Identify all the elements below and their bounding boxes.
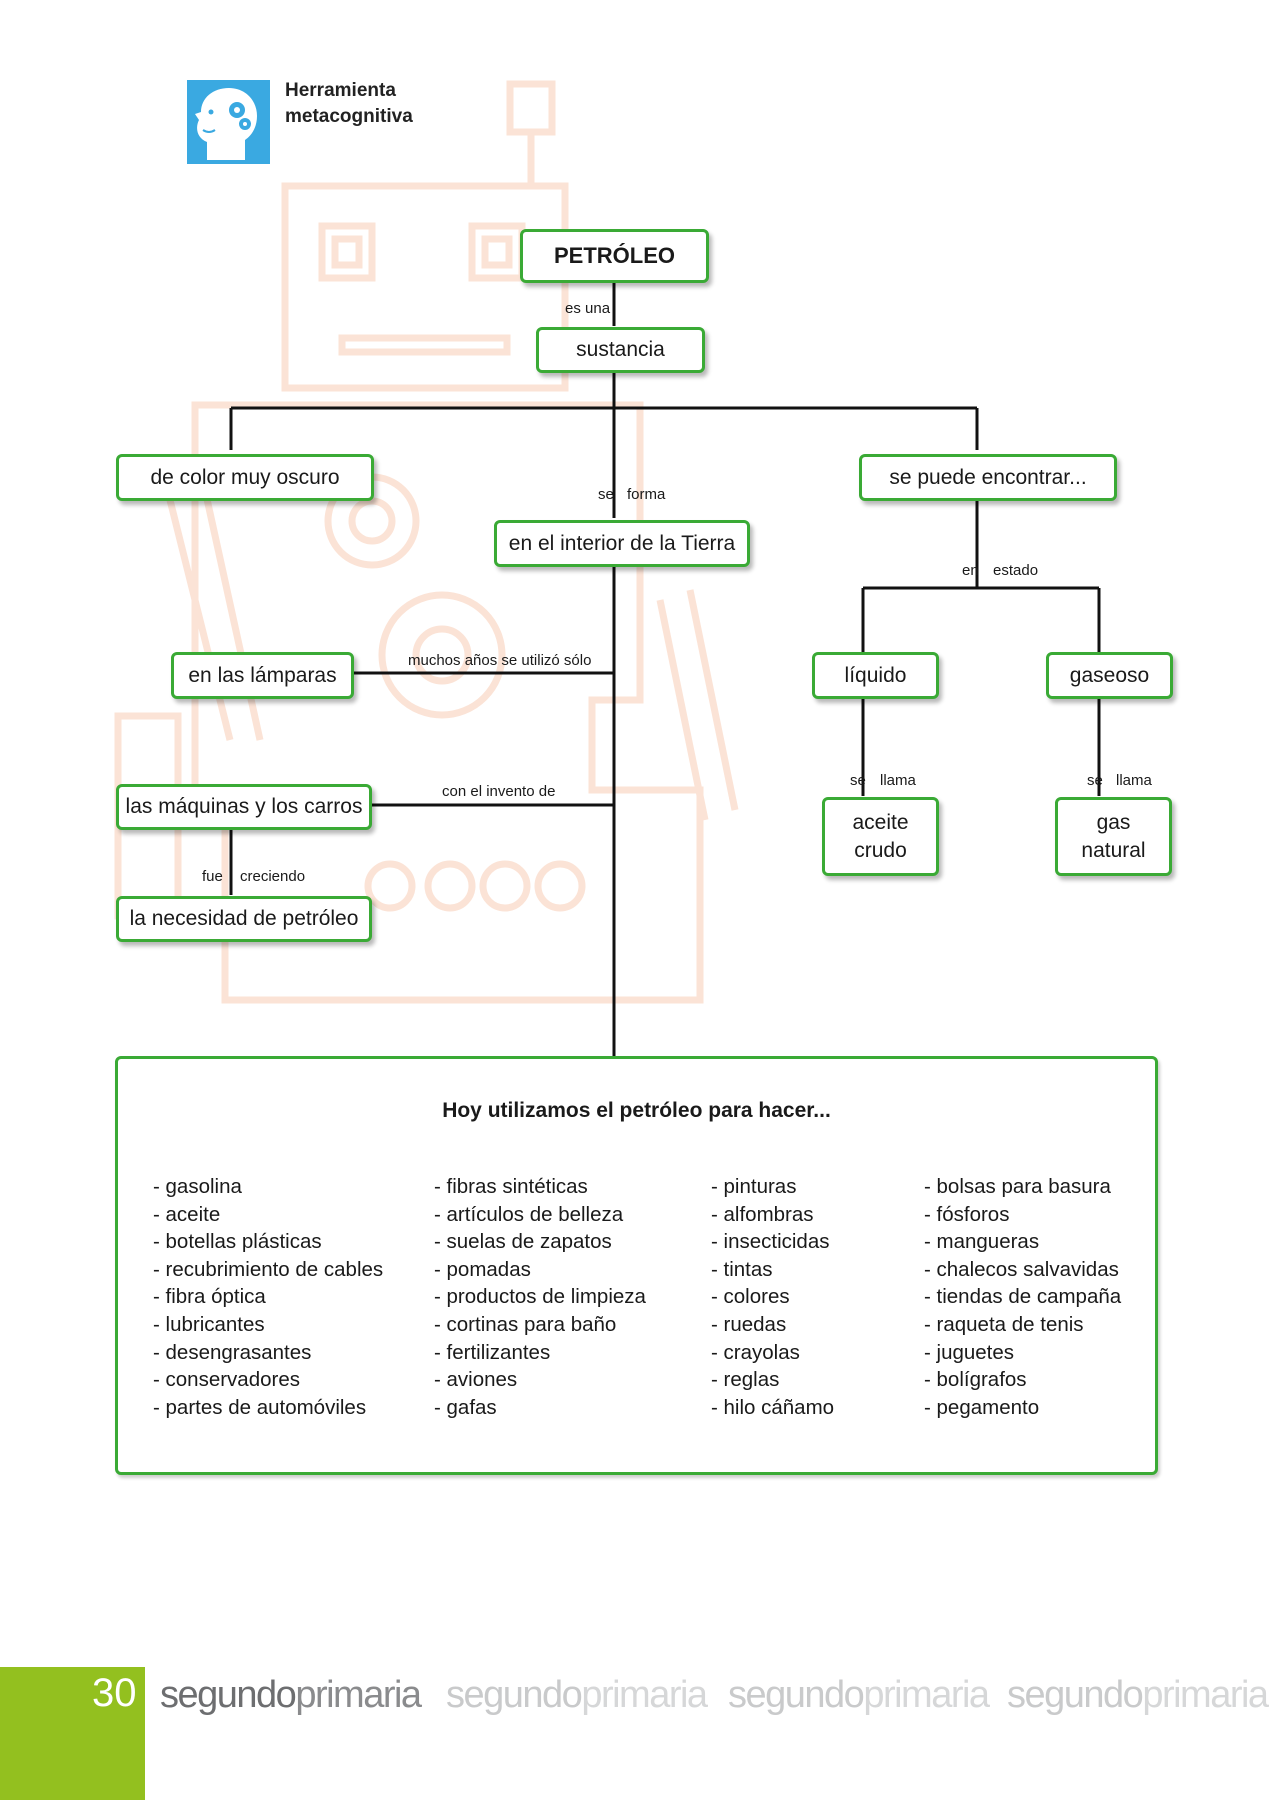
link-llama-liquido: llama <box>880 772 916 789</box>
list-item: - colores <box>711 1285 790 1309</box>
link-es-una: es una <box>565 300 611 317</box>
uses-column-1: - gasolina - aceite - botellas plásticas… <box>153 1173 383 1421</box>
list-item: - alfombras <box>711 1202 814 1226</box>
footer-band-3: segundoprimaria <box>728 1674 990 1717</box>
uses-column-3: - pinturas - alfombras - insecticidas - … <box>711 1173 834 1421</box>
list-item: - ruedas <box>711 1312 787 1336</box>
node-gaseoso: gaseoso <box>1046 652 1173 699</box>
node-necesidad-petroleo: la necesidad de petróleo <box>116 896 372 942</box>
list-item: - tiendas de campaña <box>924 1285 1122 1309</box>
link-muchos-anos: muchos años se utilizó sólo <box>408 652 592 669</box>
list-item: - crayolas <box>711 1340 800 1364</box>
footer-word: primaria <box>863 1674 990 1716</box>
footer-word: segundo <box>728 1674 865 1716</box>
link-estado: estado <box>993 562 1039 579</box>
list-item: - cortinas para baño <box>434 1312 617 1336</box>
node-lamparas: en las lámparas <box>171 652 354 699</box>
node-aceite-crudo: aceite crudo <box>822 797 939 876</box>
footer-word: segundo <box>160 1674 297 1716</box>
uses-column-4: - bolsas para basura - fósforos - mangue… <box>924 1173 1121 1421</box>
footer-band-4: segundoprimaria <box>1007 1674 1269 1717</box>
list-item: - pinturas <box>711 1175 797 1198</box>
footer-page-tab <box>0 1667 145 1800</box>
uses-title: Hoy utilizamos el petróleo para hacer... <box>442 1099 831 1122</box>
head-gears-icon <box>195 88 257 160</box>
uses-box: Hoy utilizamos el petróleo para hacer...… <box>115 1056 1158 1475</box>
node-se-puede-encontrar: se puede encontrar... <box>859 454 1117 501</box>
link-en: en <box>962 562 979 579</box>
link-se-gaseoso: se <box>1087 772 1103 789</box>
list-item: - tintas <box>711 1257 773 1281</box>
list-item: - raqueta de tenis <box>924 1312 1084 1336</box>
link-se-liquido: se <box>850 772 866 789</box>
list-item: - aceite <box>153 1202 221 1226</box>
list-item: - suelas de zapatos <box>434 1230 612 1254</box>
list-item: - chalecos salvavidas <box>924 1257 1119 1281</box>
metacognitive-tool-badge <box>187 80 270 164</box>
link-fue: fue <box>202 868 223 885</box>
list-item: - juguetes <box>924 1340 1015 1364</box>
footer-word: primaria <box>581 1674 708 1716</box>
list-item: - artículos de belleza <box>434 1202 624 1226</box>
list-item: - recubrimiento de cables <box>153 1257 384 1281</box>
list-item: - productos de limpieza <box>434 1285 646 1309</box>
uses-column-2: - fibras sintéticas - artículos de belle… <box>434 1173 646 1421</box>
footer-word: primaria <box>1142 1674 1269 1716</box>
link-llama-gaseoso: llama <box>1116 772 1152 789</box>
list-item: - botellas plásticas <box>153 1230 322 1254</box>
node-interior-tierra: en el interior de la Tierra <box>494 520 750 567</box>
list-item: - lubricantes <box>153 1312 265 1336</box>
link-con-el-invento: con el invento de <box>442 783 556 800</box>
list-item: - desengrasantes <box>153 1340 312 1364</box>
node-gas-natural: gas natural <box>1055 797 1172 876</box>
badge-title: Herramienta metacognitiva <box>285 78 413 130</box>
list-item: - gafas <box>434 1395 497 1419</box>
aceite-crudo-line2: crudo <box>854 838 907 862</box>
list-item: - mangueras <box>924 1230 1040 1254</box>
list-item: - bolsas para basura <box>924 1175 1111 1198</box>
list-item: - hilo cáñamo <box>711 1395 835 1419</box>
list-item: - fibra óptica <box>153 1285 266 1309</box>
list-item: - reglas <box>711 1368 780 1392</box>
list-item: - fibras sintéticas <box>434 1175 588 1198</box>
link-se: se <box>598 486 614 503</box>
aceite-crudo-line1: aceite <box>852 810 909 834</box>
node-petroleo: PETRÓLEO <box>520 229 709 283</box>
footer-word: primaria <box>295 1674 422 1716</box>
footer-word: segundo <box>446 1674 583 1716</box>
node-liquido: líquido <box>812 652 939 699</box>
page-number: 30 <box>92 1671 137 1715</box>
list-item: - pegamento <box>924 1395 1040 1419</box>
footer-word: segundo <box>1007 1674 1144 1716</box>
node-maquinas-carros: las máquinas y los carros <box>116 784 372 830</box>
list-item: - fósforos <box>924 1202 1010 1226</box>
node-color-oscuro: de color muy oscuro <box>116 454 374 501</box>
list-item: - partes de automóviles <box>153 1395 367 1419</box>
node-sustancia: sustancia <box>536 327 705 373</box>
list-item: - insecticidas <box>711 1230 830 1254</box>
link-creciendo: creciendo <box>240 868 306 885</box>
list-item: - gasolina <box>153 1175 242 1198</box>
list-item: - fertilizantes <box>434 1340 551 1364</box>
link-forma: forma <box>627 486 666 503</box>
footer-band-2: segundoprimaria <box>446 1674 708 1717</box>
footer-band-1: segundoprimaria <box>160 1674 422 1717</box>
gas-natural-line1: gas <box>1096 810 1131 834</box>
list-item: - bolígrafos <box>924 1368 1027 1392</box>
gas-natural-line2: natural <box>1081 838 1146 862</box>
list-item: - pomadas <box>434 1257 531 1281</box>
badge-title-line1: Herramienta <box>285 80 396 101</box>
list-item: - conservadores <box>153 1368 300 1392</box>
badge-title-line2: metacognitiva <box>285 106 413 127</box>
list-item: - aviones <box>434 1368 518 1392</box>
